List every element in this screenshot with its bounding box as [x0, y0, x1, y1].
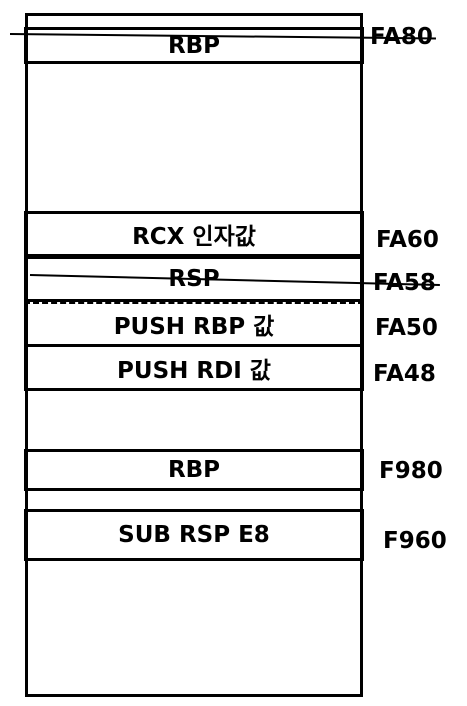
stack-cell-label: SUB RSP E8: [118, 522, 270, 548]
address-label-fa48: FA48: [373, 361, 436, 387]
stack-cell-sub-rsp: SUB RSP E8: [24, 509, 364, 561]
stack-cell-label: RCX 인자값: [132, 224, 256, 250]
address-label-f980: F980: [379, 458, 443, 484]
address-label-f960: F960: [383, 528, 447, 554]
stack-cell-rbp-lower: RBP: [24, 449, 364, 491]
address-label-fa50: FA50: [375, 315, 438, 341]
stack-cell-push-rbp: PUSH RBP 값: [24, 301, 364, 347]
stack-cell-label: PUSH RBP 값: [113, 314, 275, 340]
stack-cell-label: PUSH RDI 값: [117, 357, 271, 384]
stack-cell-push-rdi: PUSH RDI 값: [24, 344, 364, 391]
address-label-fa60: FA60: [376, 227, 439, 253]
stack-cell-label: RBP: [167, 457, 221, 483]
stack-cell-rbp-top: RBP: [24, 27, 364, 64]
stack-cell-rcx-arg: RCX 인자값: [24, 211, 364, 257]
